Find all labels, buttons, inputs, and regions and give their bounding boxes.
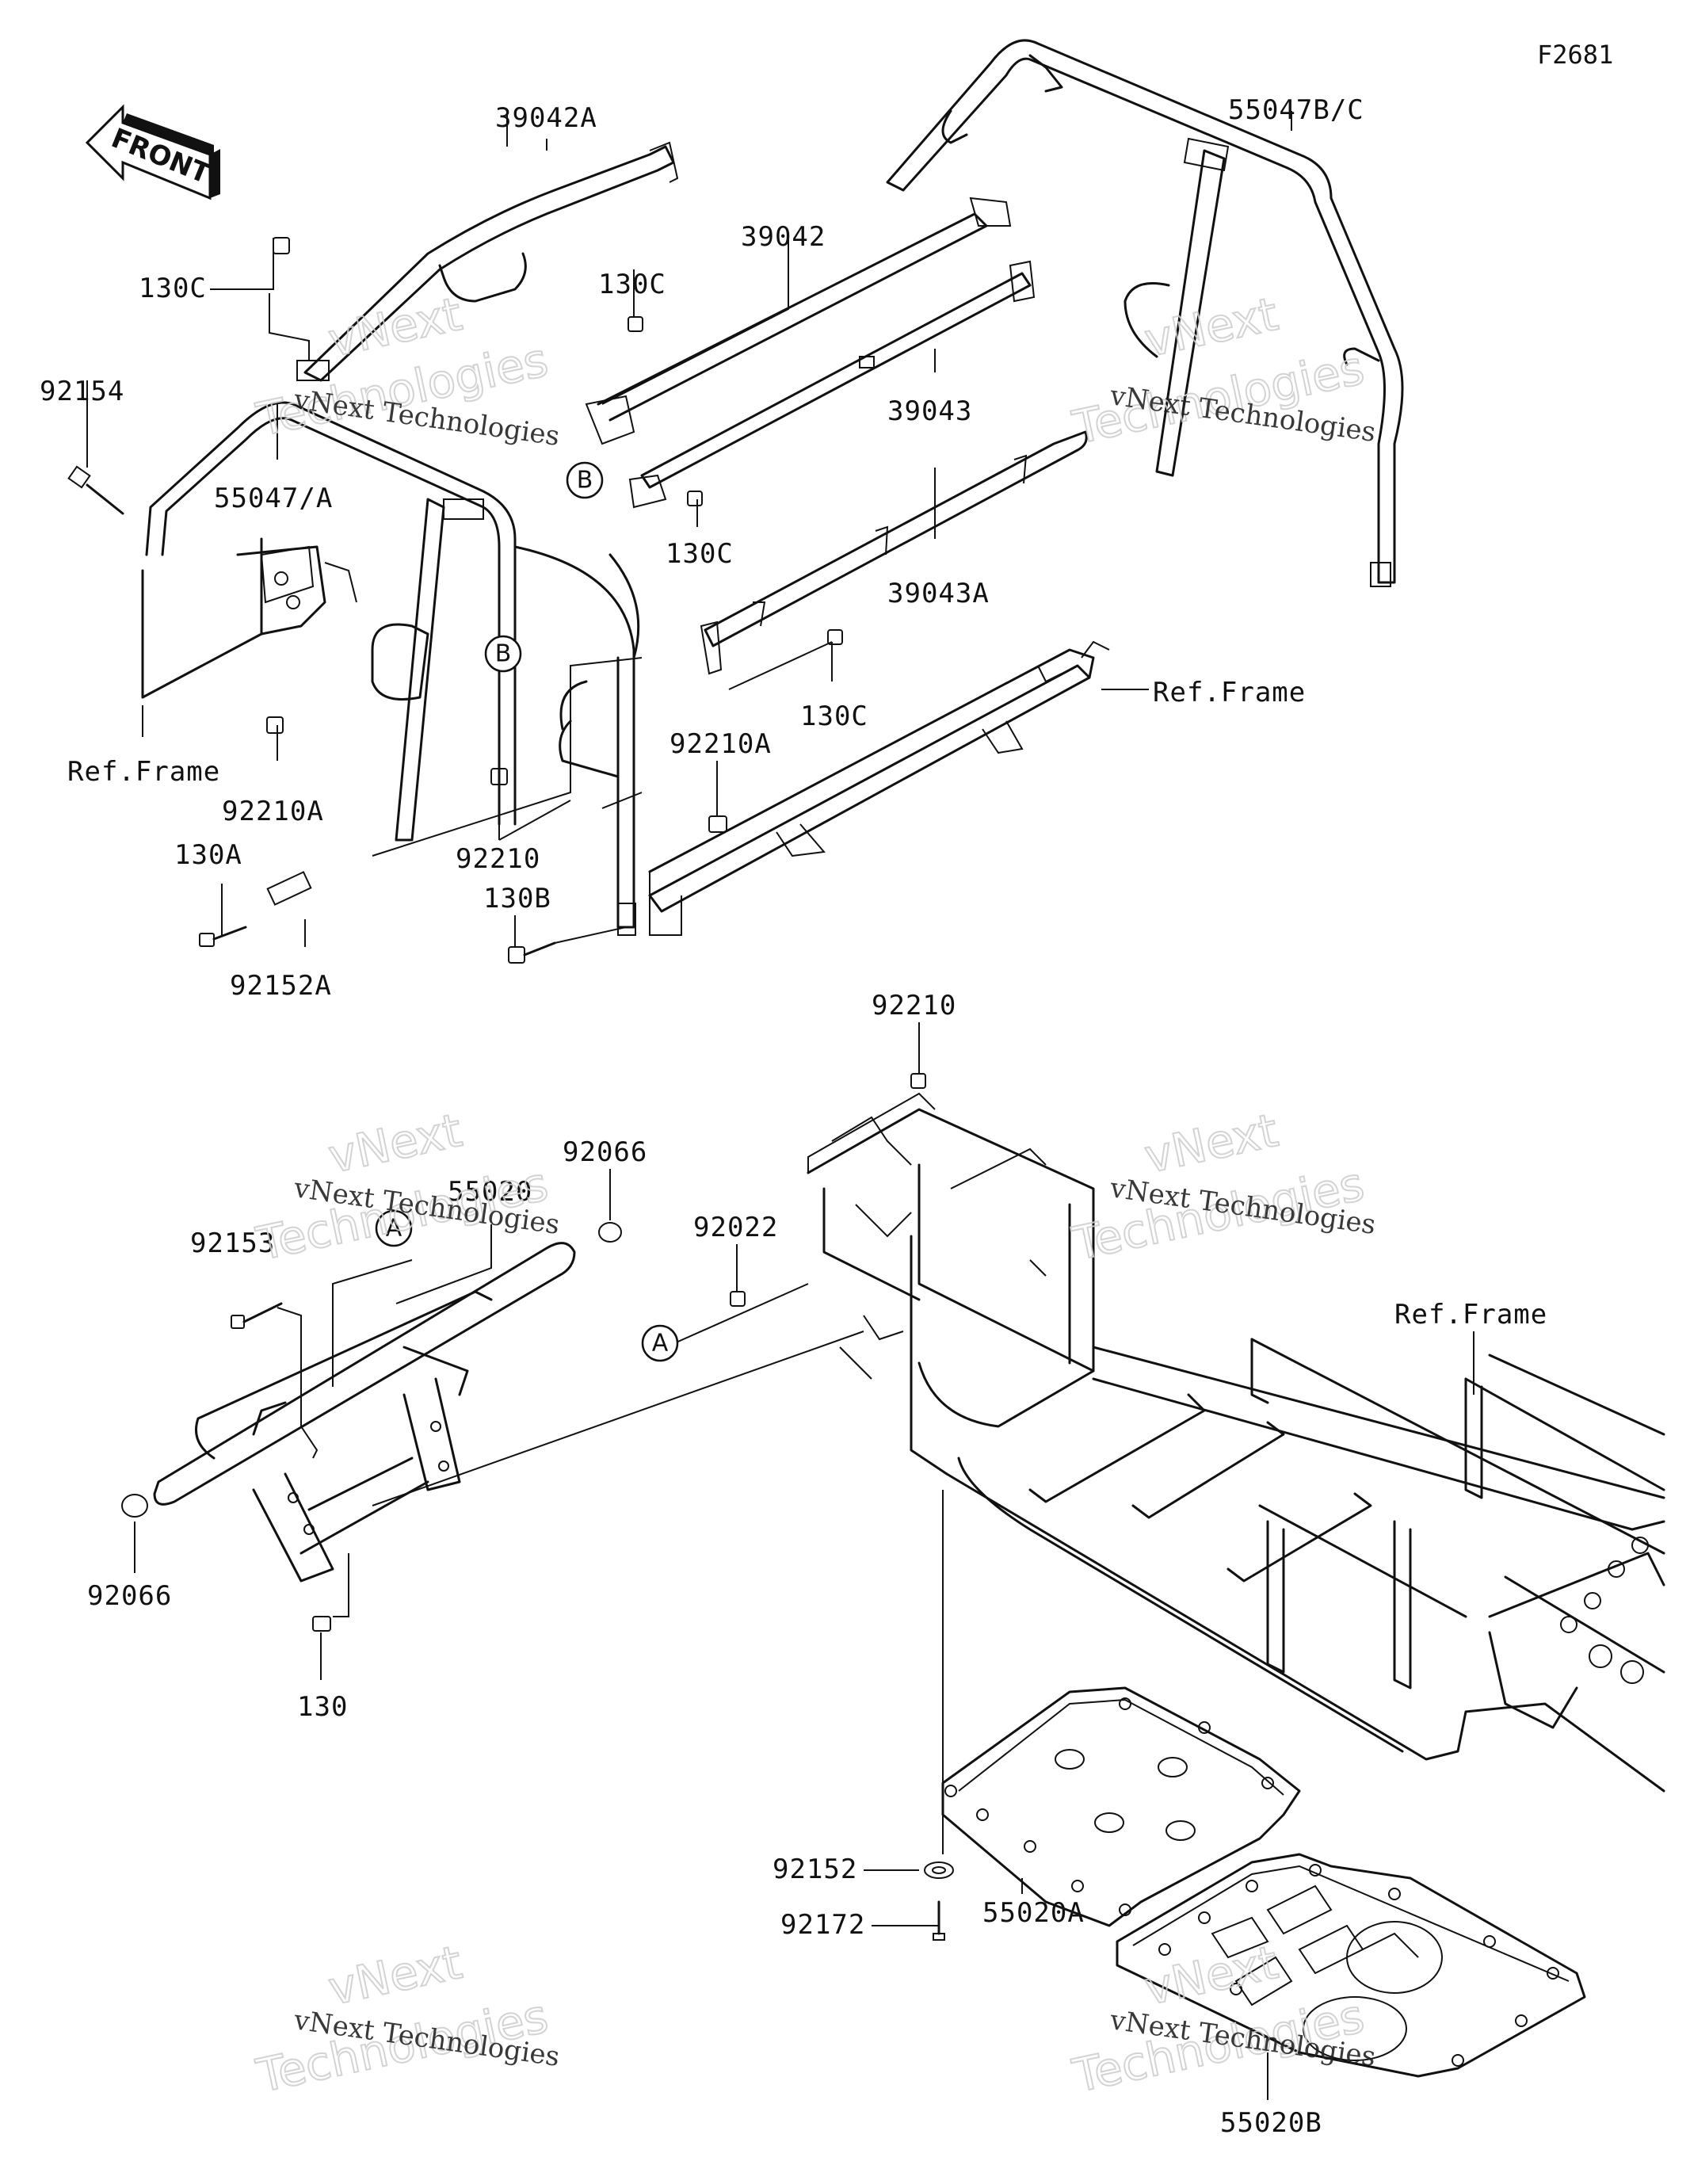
label-39043A: 39043A xyxy=(887,578,990,609)
label-92066-b: 92066 xyxy=(87,1580,172,1612)
bolt-130C-b xyxy=(628,316,643,332)
label-ref-frame-a: Ref.Frame xyxy=(1153,677,1306,708)
label-92152A: 92152A xyxy=(230,970,332,1002)
label-92210-b: 92210 xyxy=(872,990,956,1021)
label-92022: 92022 xyxy=(693,1212,778,1243)
nut-92210-frame xyxy=(910,1073,926,1089)
diagram-code: F2681 xyxy=(1537,40,1613,70)
label-39042A: 39042A xyxy=(495,102,597,134)
front-bumper xyxy=(153,1242,576,1583)
label-92172: 92172 xyxy=(780,1909,865,1941)
roll-cage-rear xyxy=(886,39,1404,587)
label-92210A-a: 92210A xyxy=(222,796,324,827)
bolt-130C-c xyxy=(687,491,703,506)
bolt-130B xyxy=(508,941,556,964)
svg-text:vNext: vNext xyxy=(1140,1935,1283,2016)
bracket-b xyxy=(628,474,667,509)
side-bar-lower xyxy=(640,260,1036,489)
callout-b-top-text: B xyxy=(577,467,593,494)
front-arrow-icon: FRONT xyxy=(85,104,220,200)
roll-cage-front xyxy=(145,401,640,936)
label-ref-frame-b: Ref.Frame xyxy=(67,756,220,788)
end-cap-92066-bottom xyxy=(121,1494,148,1518)
spacer-92152A xyxy=(266,871,312,906)
bolt-92154 xyxy=(67,465,124,515)
leader-lines-bottom xyxy=(134,1022,1474,2100)
callout-b-top: B xyxy=(566,461,604,499)
svg-text:vNext: vNext xyxy=(1140,287,1283,368)
bolt-130A xyxy=(199,926,247,947)
label-130C-a: 130C xyxy=(139,273,207,304)
part-labels: 39042A 55047B/C 130C 39042 130C 92154 55… xyxy=(40,94,1547,2139)
grommet-92152 xyxy=(924,1861,954,1879)
callout-a-bumper-text: A xyxy=(386,1215,402,1243)
nut-130 xyxy=(312,1616,331,1632)
main-chassis-frame xyxy=(807,1092,1665,1793)
nut-92210A-left xyxy=(266,716,284,734)
label-55020: 55020 xyxy=(448,1176,532,1208)
bolt-130C-a xyxy=(273,237,290,254)
skid-plate-front-55020A xyxy=(941,1686,1301,1927)
skid-plate-rear-55020B xyxy=(1116,1853,1586,2078)
label-55047A: 55047/A xyxy=(214,483,333,514)
rear-frame-rail xyxy=(648,640,1110,936)
label-92152: 92152 xyxy=(773,1854,857,1885)
label-92153: 92153 xyxy=(190,1228,275,1259)
roll-cage-top-bar-front xyxy=(296,141,679,382)
side-rail-rear xyxy=(700,430,1088,675)
nut-92022 xyxy=(730,1291,746,1307)
label-92066-a: 92066 xyxy=(563,1136,647,1168)
label-55047BC: 55047B/C xyxy=(1228,94,1364,126)
svg-text:vNext: vNext xyxy=(1140,1103,1283,1184)
label-92210A-b: 92210A xyxy=(670,728,772,760)
callout-a-frame-text: A xyxy=(652,1330,669,1357)
nut-92210A-right xyxy=(708,815,727,833)
label-92154: 92154 xyxy=(40,376,124,407)
watermarks: vNext Technologies vNext Technologies vN… xyxy=(251,286,1378,2104)
label-92210-a: 92210 xyxy=(456,843,540,875)
bolt-92153 xyxy=(231,1302,283,1329)
label-130C-c: 130C xyxy=(666,538,734,570)
leader-lines-top xyxy=(86,111,1292,947)
label-130: 130 xyxy=(297,1691,348,1723)
callout-b-side: B xyxy=(484,635,522,673)
callout-b-side-text: B xyxy=(495,640,512,668)
callout-a-frame: A xyxy=(641,1324,679,1362)
label-39042: 39042 xyxy=(741,221,826,253)
svg-text:vNext: vNext xyxy=(324,1935,467,2016)
label-55020B: 55020B xyxy=(1220,2107,1322,2139)
label-ref-frame-c: Ref.Frame xyxy=(1394,1299,1547,1331)
screw-92172 xyxy=(933,1900,945,1941)
label-130A: 130A xyxy=(174,839,242,871)
label-130C-b: 130C xyxy=(598,269,666,300)
end-cap-92066-top xyxy=(598,1222,622,1243)
label-130B: 130B xyxy=(483,883,551,914)
label-130C-d: 130C xyxy=(800,701,868,732)
label-55020A: 55020A xyxy=(982,1897,1085,1929)
frame-front-left xyxy=(141,537,357,699)
svg-text:vNext: vNext xyxy=(324,1103,467,1184)
bolt-130C-d xyxy=(827,629,843,645)
label-39043: 39043 xyxy=(887,395,972,427)
callout-a-bumper: A xyxy=(375,1209,413,1247)
